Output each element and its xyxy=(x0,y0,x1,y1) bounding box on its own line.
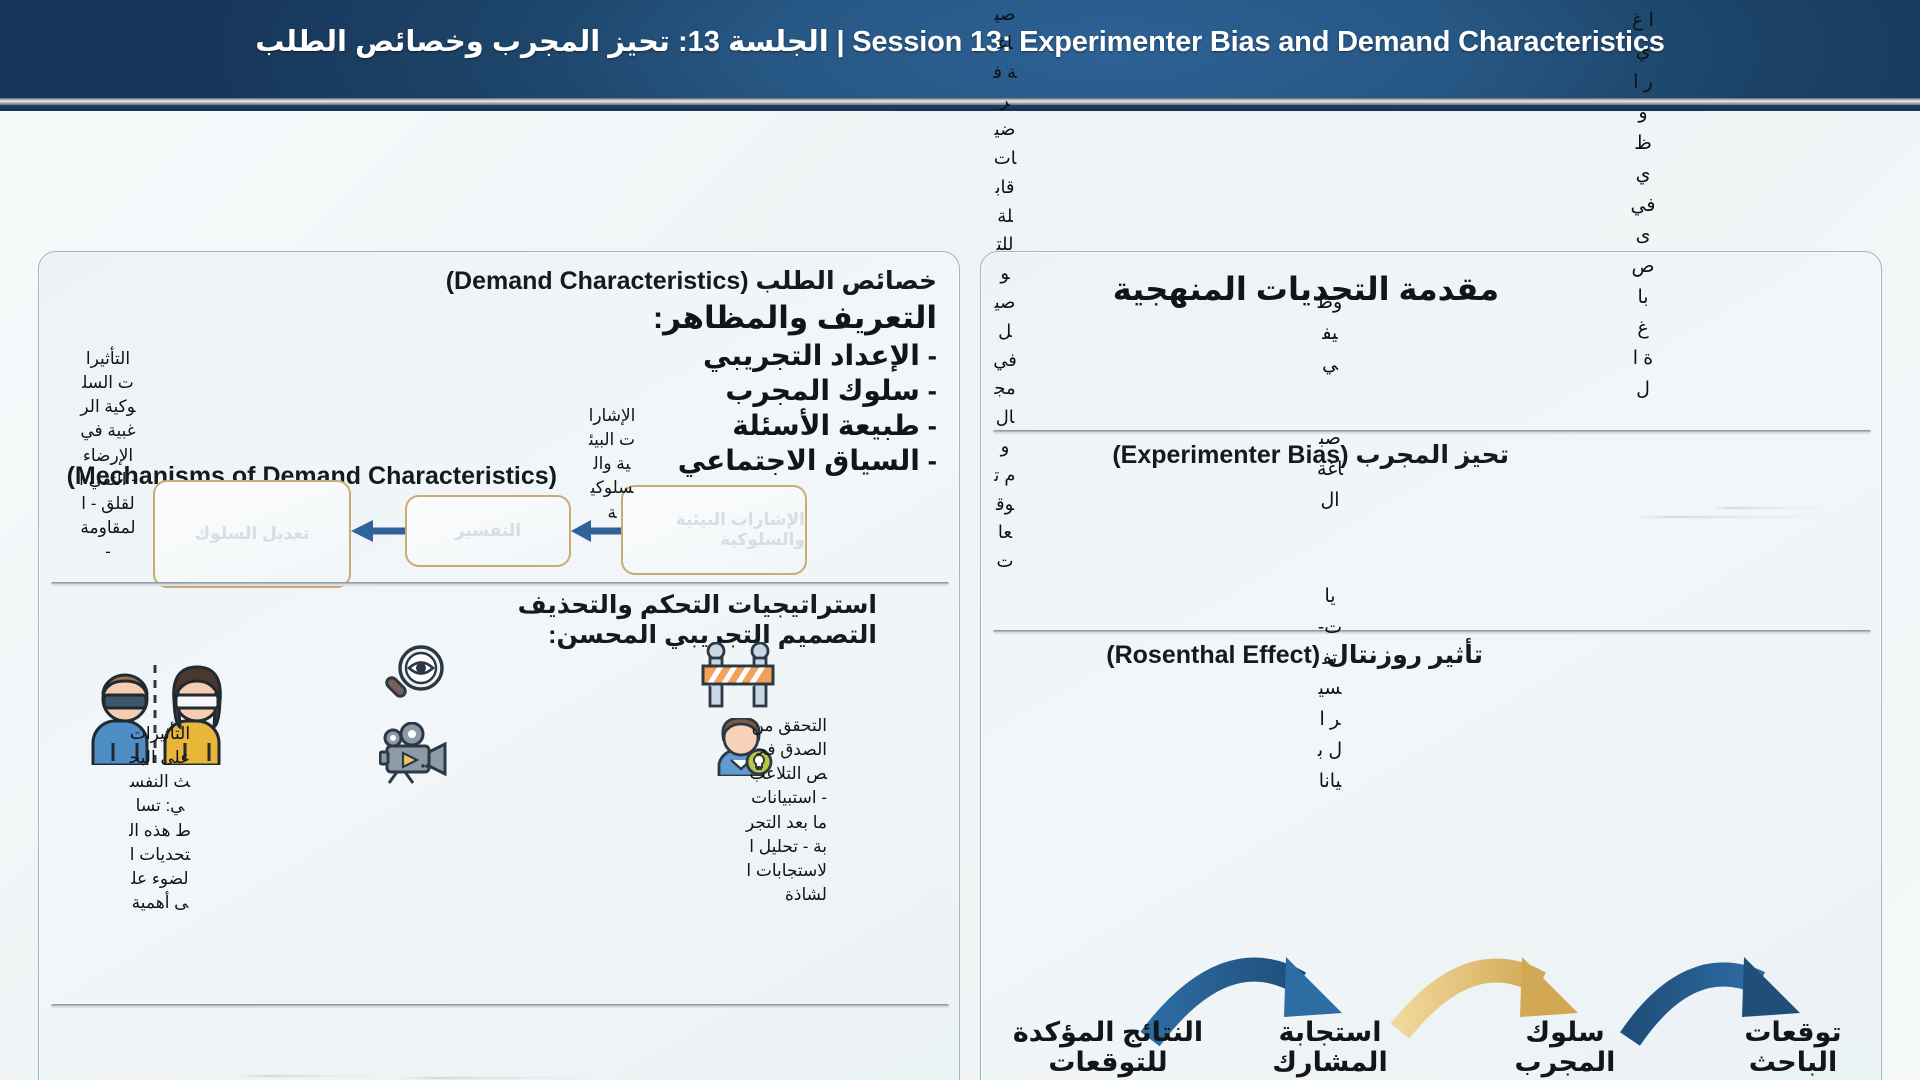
cycle-node-experimenter-behavior: سلوك المجرب xyxy=(1490,1017,1640,1077)
definition-heading: التعريف والمظاهر: xyxy=(652,300,937,335)
person-idea-badge-icon xyxy=(717,718,773,776)
cycle-node-label-0: توقعات الباحث xyxy=(1744,1017,1842,1078)
cycle-arrows xyxy=(1140,957,1800,1047)
right-panel-watermark xyxy=(1636,502,1836,528)
double-blind-participants-icon xyxy=(91,665,222,765)
demand-characteristics-title: خصائص الطلب (Demand Characteristics) xyxy=(445,267,937,295)
right-panel-divider-2 xyxy=(993,630,1871,634)
slide-body: خصائص الطلب (Demand Characteristics) الت… xyxy=(0,4,1920,1080)
cycle-arrow-top-2 xyxy=(1390,957,1578,1039)
definition-item-3: - السياق الاجتماعي xyxy=(677,445,937,476)
definition-item-0: - الإعداد التجريبي xyxy=(702,340,937,371)
cycle-arrow-top-3 xyxy=(1140,957,1342,1047)
experimenter-bias-title: تحيز المجرب (Experimenter Bias) xyxy=(1112,441,1509,469)
middle-overflow-column: صياغة فرضيات قابلة للتو صيل في مجال و م … xyxy=(993,4,1017,572)
definition-item-1: - سلوك المجرب xyxy=(725,375,937,406)
flow-box-behavior-change: تعديل السلوك xyxy=(153,480,351,588)
cycle-node-participant-response: استجابة المشارك xyxy=(1255,1017,1405,1077)
flow-box-interpretation-label: التفسير xyxy=(454,521,522,540)
right-content-panel: مقدمة التحديات المنهجية تحيز المجرب (Exp… xyxy=(980,251,1882,1080)
expectation-cycle-diagram: توقعات الباحث سلوك المجرب استجابة المشار… xyxy=(1000,921,1880,1080)
cycle-arrow-top-1 xyxy=(1620,957,1800,1046)
title-underline-blue xyxy=(0,105,1920,111)
flow-box-cues: الإشارات البيئية والسلوكية xyxy=(621,485,807,575)
title-underline-silver xyxy=(0,98,1920,105)
overflow-column-validity-checks: التحقق من الصدق فحص التلاعب - استبيانات … xyxy=(746,716,827,904)
left-panel-divider-2 xyxy=(51,1004,949,1008)
cycle-node-confirmed-results: النتائج المؤكدة للتوقعات xyxy=(1008,1017,1208,1077)
title-bar: Session 13: Experimenter Bias and Demand… xyxy=(0,0,1920,98)
overflow-glyphs-intro: وظيفي xyxy=(1317,292,1343,375)
methodological-challenges-title: مقدمة التحديات المنهجية xyxy=(1112,271,1499,307)
overflow-column-effects: التأثيرات السلوكية الرغبية في الإرضاء - … xyxy=(79,349,137,561)
flow-box-interpretation: التفسير xyxy=(405,495,571,567)
cycle-node-researcher-expectations: توقعات الباحث xyxy=(1718,1017,1868,1077)
movie-camera-icon xyxy=(379,722,447,784)
cycle-node-label-2: استجابة المشارك xyxy=(1272,1017,1388,1078)
page-title: Session 13: Experimenter Bias and Demand… xyxy=(255,26,1665,58)
barrier-icon xyxy=(701,642,775,708)
flow-box-behavior-change-label: تعديل السلوك xyxy=(194,524,310,543)
strategies-heading-line1: استراتيجيات التحكم والتحذيف xyxy=(517,591,877,619)
rosenthal-effect-title: تأثير روزنتال (Rosenthal Effect) xyxy=(1106,641,1483,669)
right-panel-divider-1 xyxy=(993,430,1871,434)
flow-arrow-cues-to-interpretation xyxy=(571,520,621,542)
left-panel-watermark xyxy=(239,1067,599,1080)
definition-item-2: - طبيعة الأسئلة xyxy=(732,410,937,441)
flow-arrow-interpretation-to-behavior xyxy=(351,520,405,542)
far-right-overflow-column: ا غ ي ر ا و ظ ي في ى ص با غ ة ا ل xyxy=(1630,10,1656,401)
left-content-panel: خصائص الطلب (Demand Characteristics) الت… xyxy=(38,251,960,1080)
flow-box-cues-label: الإشارات البيئية والسلوكية xyxy=(675,510,805,549)
overflow-glyphs-bias: صباغة ال xyxy=(1317,428,1343,511)
overflow-column-psych-effects: التأثيرات على البحث النفسي: تساط هذه الت… xyxy=(129,724,191,912)
cycle-node-label-1: سلوك المجرب xyxy=(1514,1017,1616,1078)
cycle-node-label-3: النتائج المؤكدة للتوقعات xyxy=(1012,1017,1204,1078)
overflow-glyphs-rosenthal: يات-تفسير ال بيانا xyxy=(1317,586,1343,792)
left-panel-divider-1 xyxy=(51,582,949,586)
magnifier-eye-icon xyxy=(385,645,444,698)
overflow-column-cues: الإشارات البيئية والسلوكية xyxy=(588,406,636,522)
